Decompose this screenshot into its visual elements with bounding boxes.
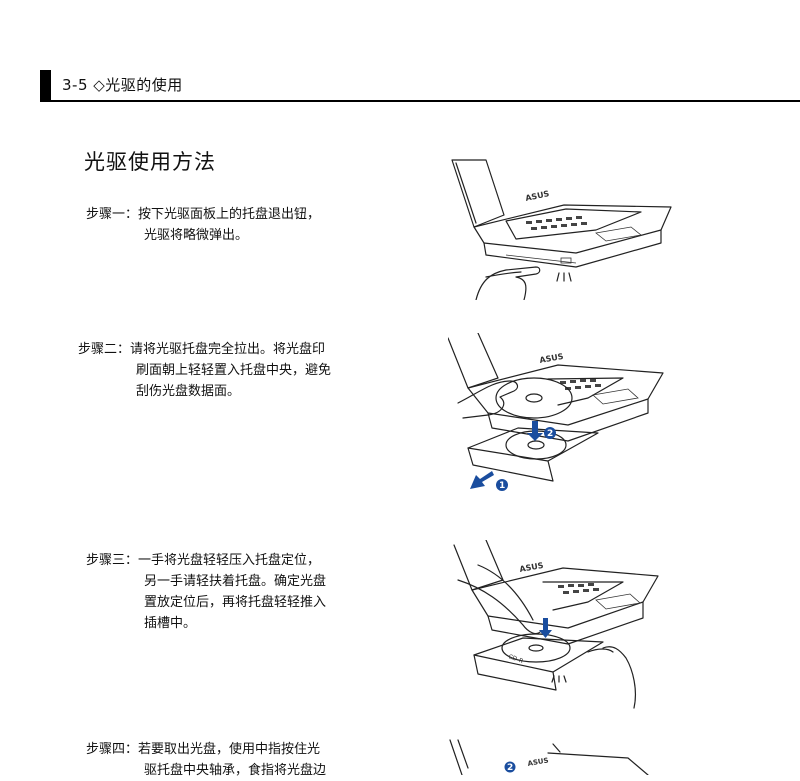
step-2-line-3: 刮伤光盘数据面。	[136, 384, 241, 399]
illustration-step-1: ASUS	[446, 155, 676, 304]
step-3-line-1: 一手将光盘轻轻压入托盘定位，	[138, 553, 321, 568]
brand-logo: ASUS	[525, 189, 551, 203]
disc-label: CD-R	[507, 653, 524, 665]
illustration-step-4: ASUS 2	[448, 738, 673, 779]
step-3-line-4: 插槽中。	[144, 616, 197, 631]
step-4-label: 步骤四：	[86, 742, 139, 757]
step-2-line-2: 刷面朝上轻轻置入托盘中央，避免	[136, 363, 332, 378]
brand-logo: ASUS	[519, 561, 545, 574]
step-2-label: 步骤二：	[78, 342, 131, 357]
badge-1: 1	[499, 481, 505, 491]
laptop-insert-disc-drawing: ASUS 2 1	[447, 332, 664, 491]
step-4-line-1: 若要取出光盘，使用中指按住光	[138, 742, 321, 757]
badge-2: 2	[547, 429, 553, 439]
section-divider	[40, 100, 800, 102]
step-4-line-2: 驱托盘中央轴承，食指将光盘边	[144, 763, 327, 778]
section-header: 3-5 ◇光驱的使用	[62, 76, 183, 94]
step-1-label: 步骤一：	[86, 207, 139, 222]
page-title: 光驱使用方法	[84, 150, 216, 174]
step-3: 步骤三：一手将光盘轻轻压入托盘定位， 另一手请轻扶着托盘。确定光盘 置放定位后，…	[86, 550, 326, 634]
badge-2: 2	[507, 763, 513, 773]
laptop-eject-drawing: ASUS	[451, 159, 672, 301]
brand-logo: ASUS	[527, 756, 549, 768]
step-3-line-3: 置放定位后，再将托盘轻轻推入	[144, 595, 327, 610]
laptop-close-tray-drawing: ASUS CD-R	[453, 539, 659, 709]
brand-logo: ASUS	[539, 352, 565, 365]
section-marker-bar	[40, 70, 51, 102]
illustration-step-3: ASUS CD-R	[448, 539, 673, 714]
illustration-step-2: ASUS 2 1	[447, 332, 673, 499]
step-1-line-2: 光驱将略微弹出。	[144, 228, 249, 243]
step-4: 步骤四：若要取出光盘，使用中指按住光 驱托盘中央轴承，食指将光盘边	[86, 739, 326, 781]
step-2-line-1: 请将光驱托盘完全拉出。将光盘印	[130, 342, 326, 357]
step-2: 步骤二：请将光驱托盘完全拉出。将光盘印 刷面朝上轻轻置入托盘中央，避免 刮伤光盘…	[78, 339, 331, 402]
step-1-line-1: 按下光驱面板上的托盘退出钮，	[138, 207, 321, 222]
step-3-label: 步骤三：	[86, 553, 139, 568]
step-1: 步骤一：按下光驱面板上的托盘退出钮， 光驱将略微弹出。	[86, 204, 320, 246]
step-3-line-2: 另一手请轻扶着托盘。确定光盘	[144, 574, 327, 589]
laptop-remove-disc-drawing: ASUS 2	[449, 739, 649, 776]
